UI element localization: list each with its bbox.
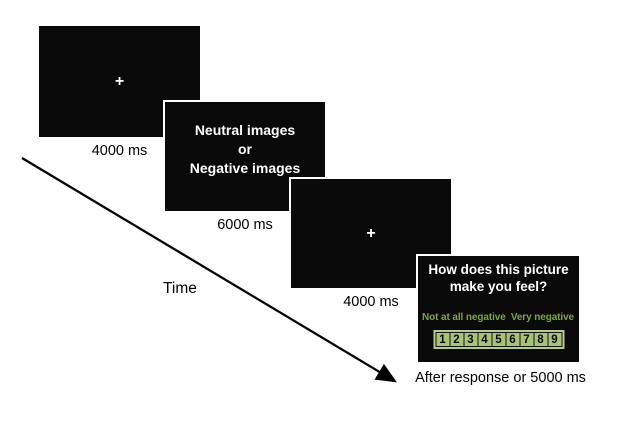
rating-cell-4: 4 <box>478 333 491 346</box>
rating-cell-3: 3 <box>464 333 477 346</box>
rating-cell-6: 6 <box>506 333 519 346</box>
duration-label-2: 6000 ms <box>217 217 273 233</box>
response-duration-label: After response or 5000 ms <box>415 370 586 386</box>
stimulus-line-2: or <box>238 141 252 157</box>
rating-question-line-2: make you feel? <box>449 278 548 294</box>
rating-question: How does this picture make you feel? <box>418 262 579 295</box>
stimulus-line-3: Negative images <box>189 160 301 176</box>
fixation-cross-icon: + <box>114 72 125 90</box>
duration-label-1: 4000 ms <box>91 143 148 159</box>
rating-cell-9: 9 <box>548 333 561 346</box>
rating-cell-7: 7 <box>520 333 533 346</box>
rating-cell-1: 1 <box>436 333 449 346</box>
stimulus-text: Neutral images or Negative images <box>190 121 301 178</box>
scale-anchor-right: Very negative <box>510 312 574 323</box>
rating-cell-5: 5 <box>492 333 505 346</box>
scale-anchors: Not at all negative Very negative <box>422 312 574 323</box>
scale-anchor-left: Not at all negative <box>422 312 506 323</box>
rating-question-line-1: How does this picture <box>428 262 569 277</box>
fixation-cross-icon: + <box>366 224 376 242</box>
rating-screen: How does this picture make you feel? Not… <box>416 254 581 364</box>
duration-label-3: 4000 ms <box>343 294 399 310</box>
rating-cell-2: 2 <box>450 333 463 346</box>
stimulus-line-1: Neutral images <box>194 122 296 138</box>
rating-scale: 1 2 3 4 5 6 7 8 9 <box>433 330 564 349</box>
time-label: Time <box>163 280 197 297</box>
rating-cell-8: 8 <box>534 333 547 346</box>
